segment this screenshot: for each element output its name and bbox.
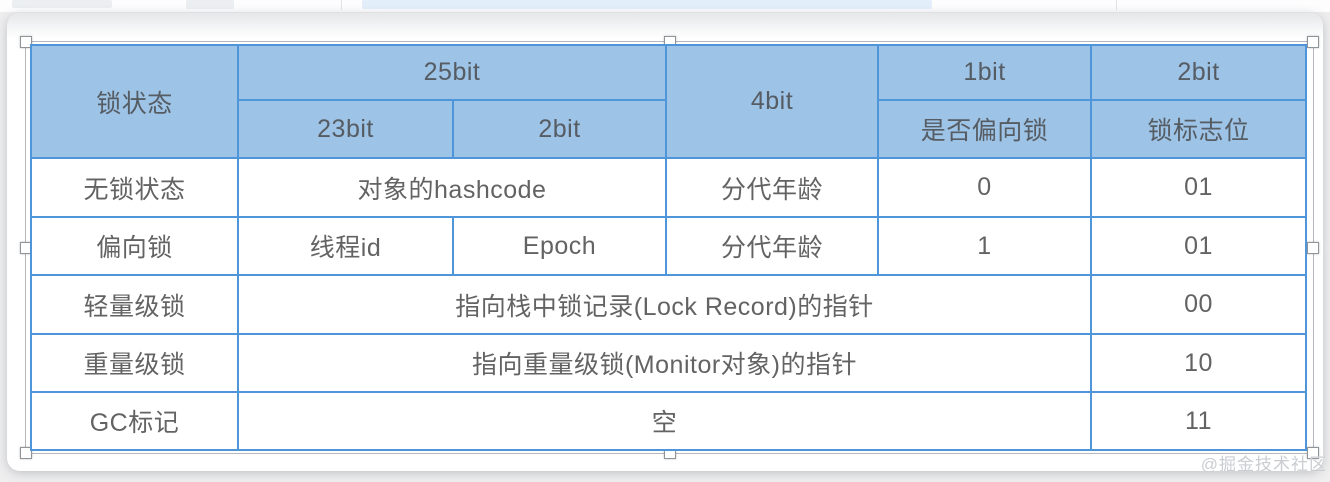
- resize-handle-middle-right[interactable]: [1307, 241, 1319, 254]
- cell-lock-flag: 01: [1090, 157, 1307, 218]
- cell-hashcode: 对象的hashcode: [237, 157, 667, 218]
- table-row-biased-lock: 偏向锁 线程id Epoch 分代年龄 1 01: [30, 216, 1307, 276]
- table-row-gc-mark: GC标记 空 11: [30, 391, 1307, 451]
- header-1bit: 1bit: [877, 44, 1092, 101]
- table-row-lightweight-lock: 轻量级锁 指向栈中锁记录(Lock Record)的指针 00: [30, 274, 1307, 335]
- cell-state: GC标记: [30, 391, 239, 451]
- cell-gen-age: 分代年龄: [665, 216, 879, 276]
- header-25bit: 25bit: [237, 44, 667, 101]
- cell-biased-flag: 0: [877, 157, 1092, 218]
- header-4bit: 4bit: [665, 44, 879, 159]
- header-biased-lock: 是否偏向锁: [877, 99, 1092, 159]
- resize-handle-top-left[interactable]: [20, 36, 32, 48]
- table-row-heavyweight-lock: 重量级锁 指向重量级锁(Monitor对象)的指针 10: [30, 333, 1307, 393]
- resize-handle-bottom-left[interactable]: [20, 447, 32, 459]
- cell-lock-flag: 10: [1090, 333, 1307, 393]
- cell-thread-id: 线程id: [237, 216, 454, 276]
- top-app-remnant: [0, 0, 1330, 12]
- cell-biased-flag: 1: [877, 216, 1092, 276]
- cell-lock-flag: 11: [1090, 391, 1307, 451]
- header-lock-state: 锁状态: [30, 44, 239, 159]
- cell-pointer: 指向栈中锁记录(Lock Record)的指针: [237, 274, 1092, 335]
- cell-lock-flag: 01: [1090, 216, 1307, 276]
- remnant-text-blur: [12, 0, 112, 8]
- remnant-divider: [1116, 0, 1117, 10]
- remnant-icon-blur: [186, 0, 234, 9]
- header-23bit: 23bit: [237, 99, 454, 159]
- cell-epoch: Epoch: [452, 216, 667, 276]
- header-lock-flag: 锁标志位: [1090, 99, 1307, 159]
- cell-state: 偏向锁: [30, 216, 239, 276]
- resize-handle-top-right[interactable]: [1307, 36, 1319, 48]
- remnant-divider: [341, 0, 342, 10]
- cell-state: 重量级锁: [30, 333, 239, 393]
- mark-word-lock-state-table[interactable]: 锁状态 25bit 4bit 1bit 2bit 23bit 2bit 是否偏向…: [30, 44, 1307, 451]
- header-2bit: 2bit: [1090, 44, 1307, 101]
- cell-lock-flag: 00: [1090, 274, 1307, 335]
- cell-pointer: 指向重量级锁(Monitor对象)的指针: [237, 333, 1092, 393]
- resize-handle-bottom-right[interactable]: [1307, 447, 1319, 459]
- cell-empty: 空: [237, 391, 1092, 451]
- juejin-watermark: @掘金技术社区: [1200, 455, 1327, 474]
- header-sub-2bit: 2bit: [452, 99, 667, 159]
- image-selection-outline: [20, 36, 1319, 459]
- cell-state: 轻量级锁: [30, 274, 239, 335]
- remnant-highlight-bar: [362, 0, 932, 9]
- cell-gen-age: 分代年龄: [665, 157, 879, 218]
- table-row-no-lock: 无锁状态 对象的hashcode 分代年龄 0 01: [30, 157, 1307, 218]
- cell-state: 无锁状态: [30, 157, 239, 218]
